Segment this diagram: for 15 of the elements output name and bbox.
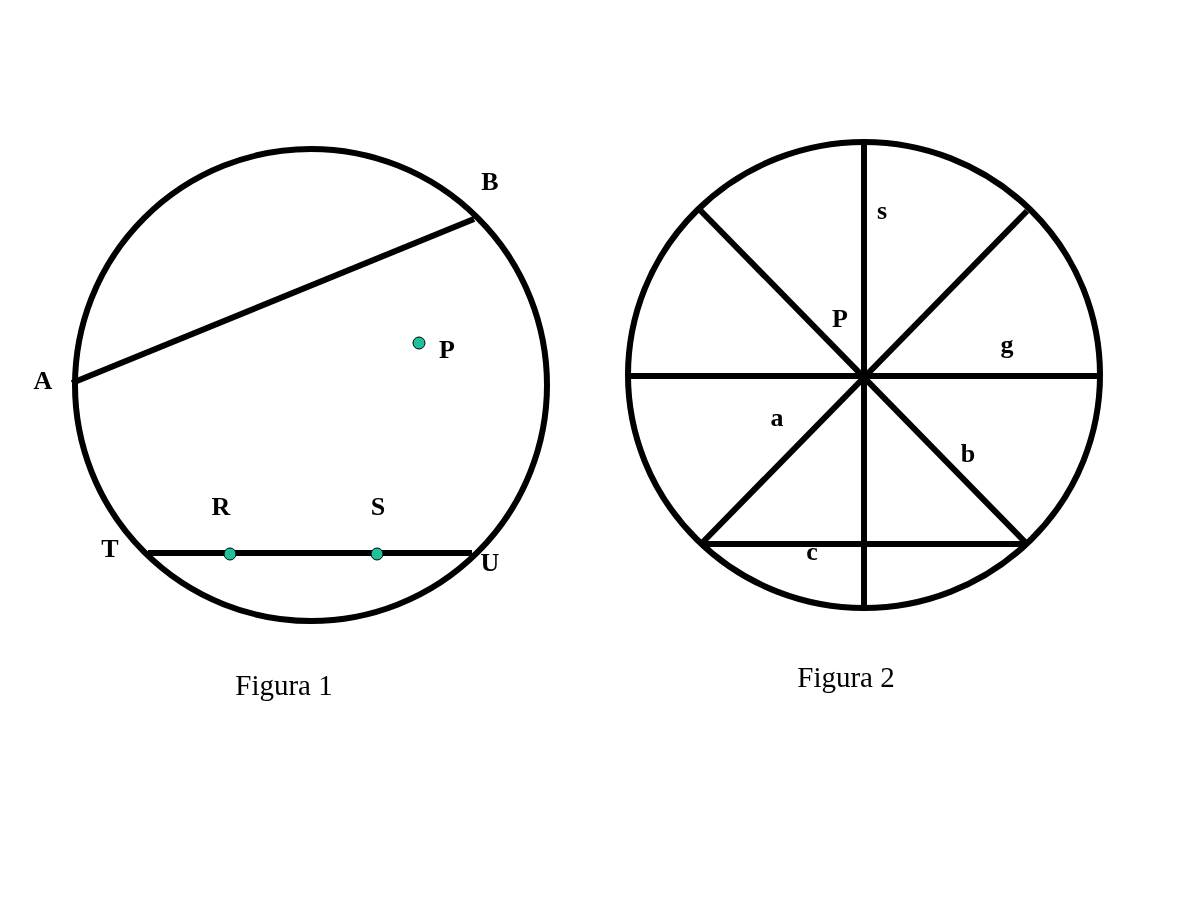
point-label: B bbox=[481, 169, 499, 195]
point-label: R bbox=[211, 494, 231, 520]
point-label: A bbox=[33, 368, 53, 394]
point-label: g bbox=[1000, 332, 1014, 358]
point-label: c bbox=[806, 539, 818, 565]
point-label: T bbox=[101, 536, 119, 562]
figure-label: Figura 2 bbox=[797, 662, 895, 692]
point-label: s bbox=[876, 198, 888, 224]
point-label: b bbox=[960, 441, 976, 467]
point-label: S bbox=[370, 494, 386, 520]
point-label: a bbox=[770, 405, 784, 431]
figure-label: Figura 1 bbox=[235, 670, 333, 700]
point-label: U bbox=[480, 550, 500, 576]
point-label: P bbox=[832, 306, 848, 332]
point-label: P bbox=[439, 337, 455, 363]
